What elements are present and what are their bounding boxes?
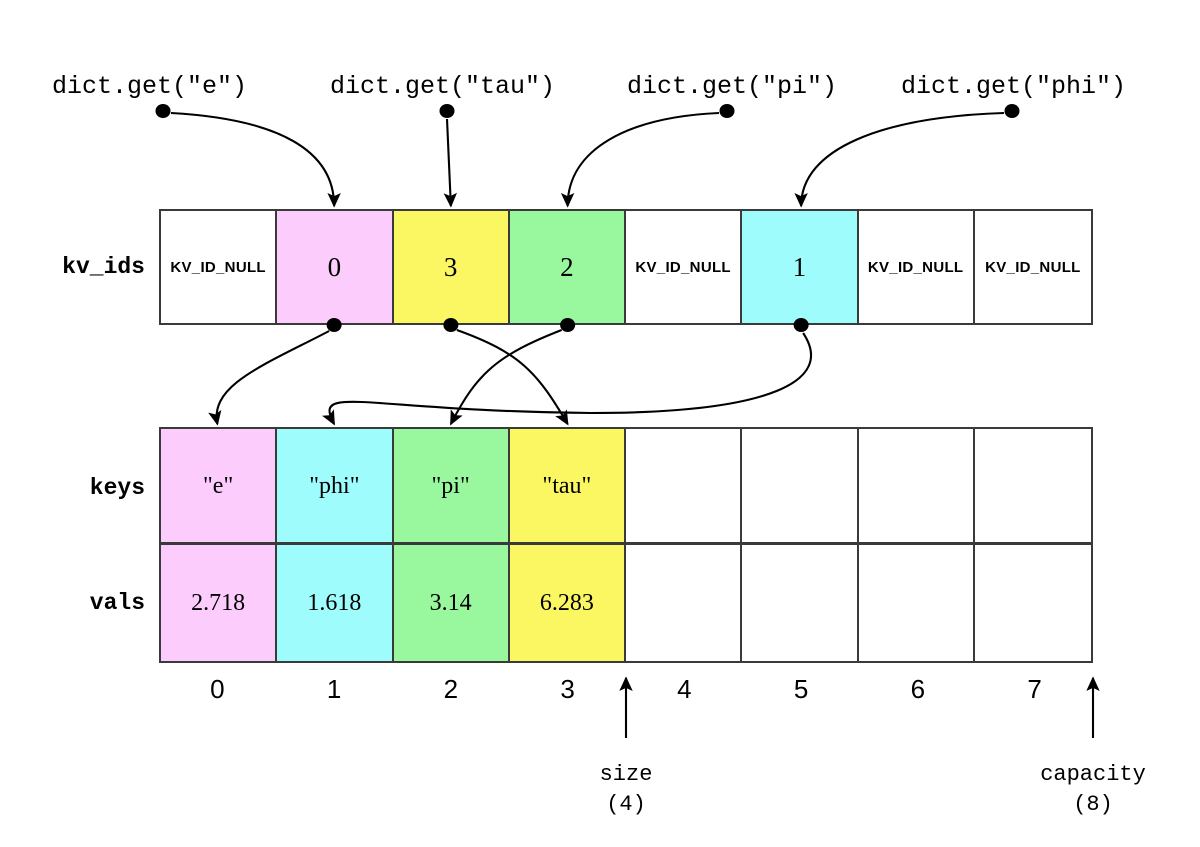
call-label-e: dict.get("e") (52, 72, 248, 101)
size-annotation-name: size (599, 762, 653, 787)
call-origin-dot-e (155, 104, 171, 118)
keys-cell-5 (742, 429, 859, 542)
capacity-annotation-name: capacity (1040, 762, 1146, 787)
keys-cell-4 (626, 429, 743, 542)
keys-array: "e" "phi" "pi" "tau" (159, 427, 1093, 544)
vals-cell-0-value: 2.718 (191, 590, 246, 616)
index-label-4: 4 (677, 674, 692, 704)
kv-ids-cell-6: KV_ID_NULL (858, 211, 975, 323)
arrow-call-tau-to-kv-ids-2 (443, 118, 458, 208)
arrow-call-phi-to-kv-ids-5 (794, 111, 1005, 208)
call-label-pi: dict.get("pi") (627, 72, 838, 101)
vals-cell-1: 1.618 (277, 545, 394, 661)
call-label-phi: dict.get("phi") (901, 72, 1127, 101)
kv-ids-cell-5-value: 1 (792, 251, 807, 282)
vals-cell-6 (858, 545, 975, 661)
kv-ids-cell-3-value: 2 (560, 251, 574, 282)
index-label-0: 0 (210, 674, 225, 704)
call-origin-dot-phi (1004, 104, 1020, 118)
keys-cell-3: "tau" (509, 429, 626, 542)
kv-ids-cell-2-value: 3 (443, 251, 458, 282)
kv-ids-cell-6-value: KV_ID_NULL (867, 258, 964, 276)
size-annotation-value: (4) (606, 791, 646, 817)
kv-ids-cell-4-value: KV_ID_NULL (635, 258, 731, 276)
vals-cell-5 (742, 545, 859, 661)
keys-cell-3-value: "tau" (542, 472, 592, 499)
keys-cell-1: "phi" (277, 429, 394, 542)
kv-ids-cell-7-value: KV_ID_NULL (985, 258, 1081, 276)
kv-ids-cell-5: 1 (742, 211, 859, 323)
vals-array: 2.718 1.618 3.14 6.283 (159, 543, 1093, 663)
vals-cell-7 (974, 545, 1091, 661)
index-label-5: 5 (793, 674, 809, 704)
index-label-3: 3 (560, 674, 575, 704)
index-label-7: 7 (1027, 674, 1042, 704)
vals-cell-2: 3.14 (393, 545, 510, 661)
arrow-kv-ids-2-to-keys-3 (456, 329, 569, 426)
keys-cell-2: "pi" (393, 429, 510, 542)
kv-ids-cell-0-value: KV_ID_NULL (170, 258, 266, 276)
vals-cell-3: 6.283 (509, 545, 626, 661)
call-origin-dot-tau (439, 104, 455, 118)
keys-cell-0: "e" (161, 429, 278, 542)
arrow-kv-ids-1-to-keys-0 (208, 330, 330, 426)
index-label-2: 2 (443, 674, 459, 704)
size-annotation: size (4) (600, 760, 653, 819)
arrow-kv-ids-3-to-keys-2 (449, 329, 563, 426)
kv-ids-cell-1-value: 0 (327, 251, 342, 282)
kv-ids-array: KV_ID_NULL 0 3 2 KV_ID_NULL 1 KV_ID_NULL KV_ID_… (159, 209, 1093, 325)
keys-cell-1-value: "phi" (309, 472, 360, 499)
vals-cell-3-value: 6.283 (539, 590, 594, 616)
kv-ids-cell-7: KV_ID_NULL (974, 211, 1091, 323)
vals-cell-4 (626, 545, 743, 661)
index-label-6: 6 (910, 674, 926, 704)
arrow-call-e-to-kv-ids-1 (170, 111, 341, 208)
kv-ids-cell-0: KV_ID_NULL (161, 211, 278, 323)
index-label-1: 1 (326, 674, 342, 704)
keys-cell-6 (858, 429, 975, 542)
kv-ids-cell-4: KV_ID_NULL (626, 211, 743, 323)
capacity-annotation-value: (8) (1073, 791, 1113, 817)
kv-ids-cell-1: 0 (277, 211, 394, 323)
keys-cell-2-value: "pi" (431, 472, 470, 499)
arrow-call-pi-to-kv-ids-3 (560, 111, 720, 208)
vals-cell-0: 2.718 (161, 545, 278, 661)
row-label-kv-ids: kv_ids (62, 254, 145, 280)
call-label-tau: dict.get("tau") (330, 72, 556, 101)
kv-ids-cell-3: 2 (509, 211, 626, 323)
row-label-keys: keys (89, 475, 145, 501)
kv-ids-cell-2: 3 (393, 211, 510, 323)
row-label-vals: vals (89, 590, 145, 616)
vals-cell-1-value: 1.618 (307, 590, 362, 616)
vals-cell-2-value: 3.14 (429, 590, 472, 616)
keys-cell-7 (974, 429, 1091, 542)
capacity-annotation: capacity (8) (1040, 760, 1146, 819)
arrow-kv-ids-5-to-keys-1 (322, 332, 813, 426)
keys-cell-0-value: "e" (203, 472, 234, 499)
call-origin-dot-pi (719, 104, 735, 118)
